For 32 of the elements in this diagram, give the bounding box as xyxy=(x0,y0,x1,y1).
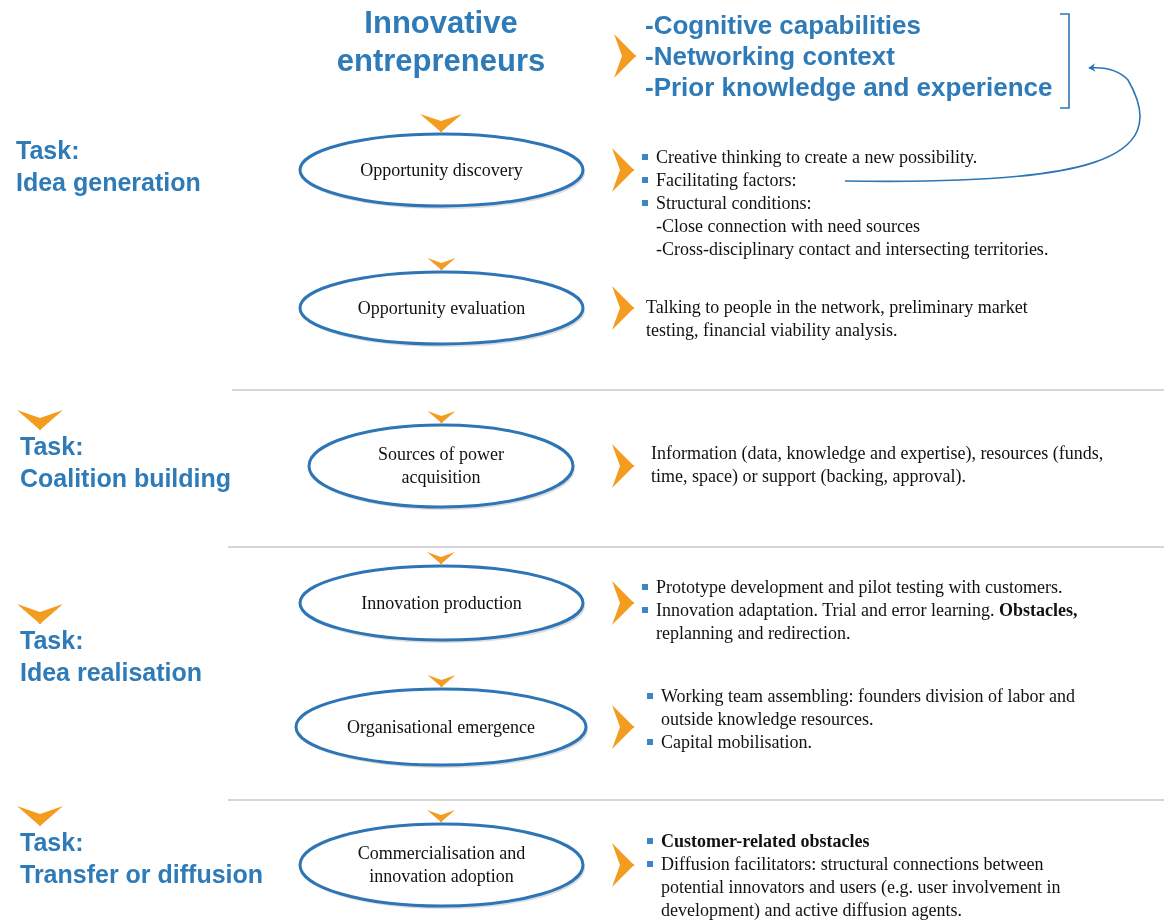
task-label: Transfer or diffusion xyxy=(20,859,265,890)
bullet-item: Diffusion facilitators: structural connections between potential innovators and users (e.g. user involvement in development) and active diffusion agents. xyxy=(645,853,1110,922)
ellipse-label: Sources of power acquisition xyxy=(377,443,505,489)
curved-arrow xyxy=(844,63,1141,183)
bullet-item: Customer-related obstacles xyxy=(645,830,1110,853)
task-label: Task: xyxy=(20,827,85,858)
factor-text: -Networking context xyxy=(645,41,896,72)
ellipse-label: Opportunity evaluation xyxy=(357,296,526,320)
bullet-item: Working team assembling: founders division of labor and outside knowledge resources. xyxy=(645,685,1130,731)
task-label: Task: xyxy=(20,625,85,656)
bullet-item: Capital mobilisation. xyxy=(645,731,1130,754)
ellipse-label: Commercialisation and innovation adoption xyxy=(356,842,527,888)
sub-item-text: -Close connection with need sources xyxy=(655,215,921,238)
bullet-item: Creative thinking to create a new possibility. xyxy=(640,146,1150,169)
task-label: Task: xyxy=(20,431,85,462)
ellipse-label: Innovation production xyxy=(361,591,522,615)
task-label: Idea generation xyxy=(16,167,202,198)
bullet-item: Prototype development and pilot testing with customers. xyxy=(640,576,1145,599)
bullet-item: Facilitating factors: xyxy=(640,169,1150,192)
title-text: Innovative entrepreneurs xyxy=(320,4,562,84)
bullet-item: Innovation adaptation. Trial and error learning. Obstacles, replanning and redirection. xyxy=(640,599,1145,645)
description-text: Talking to people in the network, preliminary market testing, financial viability analysis. xyxy=(634,296,1046,344)
bullet-item: Structural conditions: xyxy=(640,192,1150,215)
task-label: Coalition building xyxy=(20,463,233,494)
task-label: Idea realisation xyxy=(20,657,204,688)
description-text: Information (data, knowledge and expertise), resources (funds, time, space) or support (backing, approval). xyxy=(634,442,1136,490)
ellipse-label: Organisational emergence xyxy=(347,715,535,739)
factor-text: -Cognitive capabilities xyxy=(645,10,922,41)
factor-text: -Prior knowledge and experience xyxy=(645,72,1054,103)
task-label: Task: xyxy=(16,135,81,166)
ellipse-label: Opportunity discovery xyxy=(360,158,523,182)
sub-item-text: -Cross-disciplinary contact and intersecting territories. xyxy=(655,238,1050,261)
